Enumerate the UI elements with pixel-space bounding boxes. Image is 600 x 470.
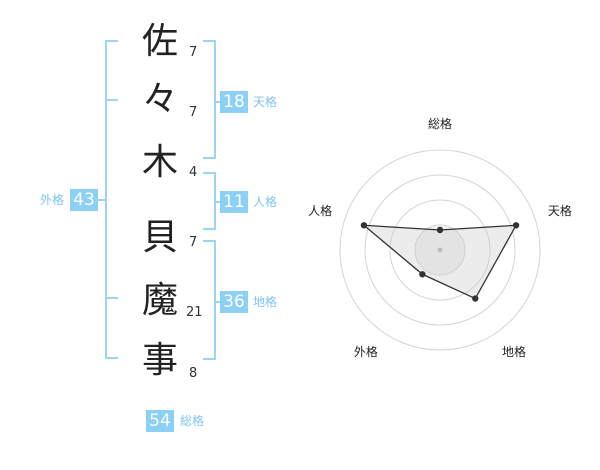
radar-point-4: [419, 271, 426, 278]
radar-point-3: [472, 295, 479, 302]
soukaku-label: 総格: [180, 414, 205, 428]
radar-axis-label-5: 人格: [308, 203, 332, 218]
name-strokes-panel: 佐 々 木 貝 魔 事 7 7 4 7 21 8 18 天格 11: [40, 21, 278, 432]
tenkaku-badge: 18: [220, 91, 248, 113]
name-char-3: 木: [141, 142, 178, 183]
radar-point-5: [360, 222, 368, 229]
jinkaku-badge: 11: [220, 191, 248, 213]
chikaku-badge: 36: [220, 291, 248, 313]
name-char-1: 佐: [141, 21, 178, 62]
radar-axis-label-3: 地格: [502, 344, 526, 359]
stroke-count-4: 7: [189, 235, 198, 250]
radar-point-1: [436, 226, 444, 234]
stroke-count-6: 8: [189, 366, 198, 381]
stroke-count-2: 7: [189, 105, 198, 120]
stroke-count-1: 7: [189, 45, 198, 60]
gaikaku-badge: 43: [70, 189, 98, 211]
chikaku-label: 地格: [253, 295, 278, 309]
radar-axis-label-1: 総格: [428, 116, 452, 131]
gaikaku-label: 外格: [40, 193, 65, 207]
radar-polygon: [361, 224, 518, 300]
stroke-count-5: 21: [186, 305, 203, 320]
radar-axis-label-4: 外格: [354, 344, 378, 359]
name-char-6: 事: [141, 340, 178, 381]
stroke-count-3: 4: [189, 165, 198, 180]
tenkaku-label: 天格: [253, 95, 278, 109]
name-char-2: 々: [141, 79, 178, 120]
soukaku-badge: 54: [146, 410, 174, 432]
radar-center-dot: [437, 247, 443, 253]
name-char-5: 魔: [141, 280, 178, 321]
radar-axis-label-2: 天格: [548, 203, 572, 218]
name-char-4: 貝: [141, 217, 178, 258]
radar-point-2: [512, 222, 520, 229]
jinkaku-label: 人格: [253, 195, 278, 209]
